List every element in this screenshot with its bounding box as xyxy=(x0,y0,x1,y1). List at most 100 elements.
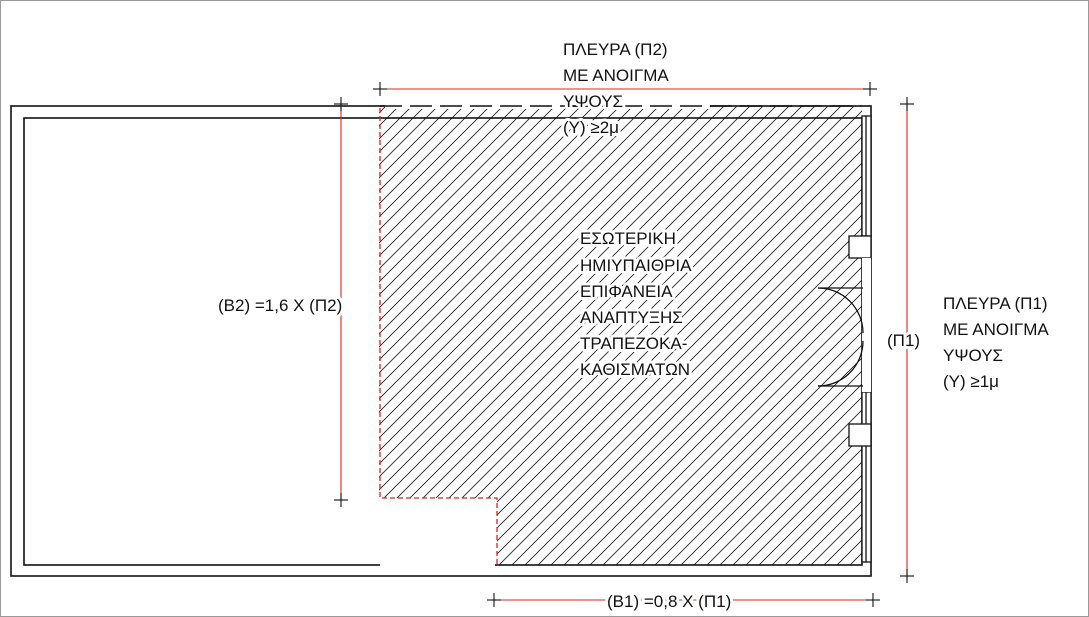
hatch-line xyxy=(701,106,862,565)
hatch-line xyxy=(379,106,809,565)
hatch-line xyxy=(766,106,862,565)
tick-p1-top xyxy=(900,97,914,111)
label-dim-b1: (Β1) =0,8 Χ (Π1) xyxy=(607,592,731,611)
label-area-line: ΗΜΙΥΠΑΙΘΡΙΑ xyxy=(580,256,692,275)
hatch-line xyxy=(480,106,862,565)
label-side-p2-line: ΠΛΕΥΡΑ (Π2) xyxy=(563,40,668,59)
label-side-p1-line: ΠΛΕΥΡΑ (Π1) xyxy=(943,294,1048,313)
hatch-line xyxy=(379,106,536,565)
hatch-line xyxy=(532,106,862,565)
hatch-line xyxy=(379,106,835,565)
label-side-p2: ΠΛΕΥΡΑ (Π2) ΜΕ ΑΝΟΙΓΜΑ ΥΨΟΥΣ (Υ) ≥2μ xyxy=(560,37,672,140)
door-leaf-lower-icon xyxy=(817,340,864,387)
hatch-line xyxy=(675,106,862,565)
hatch-line xyxy=(379,106,510,565)
hatch-line xyxy=(379,106,770,565)
hatch-line xyxy=(558,106,862,565)
tick-b2-top xyxy=(334,97,348,111)
hatch-line xyxy=(740,106,862,565)
hatch-line xyxy=(379,106,380,565)
hatch-line xyxy=(506,106,862,565)
hatch-line xyxy=(379,106,666,565)
hatch-line xyxy=(379,106,640,565)
label-area-line: ΕΣΩΤΕΡΙΚΗ xyxy=(580,229,676,248)
hatch-line xyxy=(379,106,692,565)
hatch-line xyxy=(379,106,445,565)
hatch-line xyxy=(428,106,862,565)
hatch-line xyxy=(379,106,718,565)
hatch-line xyxy=(714,106,862,565)
tick-p1-bottom xyxy=(900,569,914,583)
tick-b1-left xyxy=(487,593,501,607)
hatch-line xyxy=(571,106,862,565)
hatch-line xyxy=(379,106,484,565)
hatch-line xyxy=(379,106,432,565)
hatched-boundary-red xyxy=(379,108,498,564)
hatch-line xyxy=(389,106,861,565)
tick-p2-right xyxy=(863,82,877,96)
hatch-line xyxy=(688,106,862,565)
hatch-line xyxy=(727,106,862,565)
hatch-line xyxy=(379,106,757,565)
hatch-line xyxy=(379,106,601,565)
hatch-line xyxy=(379,106,848,565)
hatch-line xyxy=(379,106,575,565)
hatch-line xyxy=(379,106,523,565)
tick-b2-bottom xyxy=(334,493,348,507)
hatch-line xyxy=(379,106,627,565)
pillar-lower xyxy=(848,423,872,447)
label-side-p1: ΠΛΕΥΡΑ (Π1) ΜΕ ΑΝΟΙΓΜΑ ΥΨΟΥΣ (Υ) ≥1μ xyxy=(943,294,1049,391)
hatch-line xyxy=(467,106,862,565)
hatch-line xyxy=(753,106,862,565)
hatch-line xyxy=(379,106,705,565)
hatch-line xyxy=(584,106,862,565)
label-area: ΕΣΩΤΕΡΙΚΗ ΗΜΙΥΠΑΙΘΡΙΑ ΕΠΙΦΑΝΕΙΑ ΑΝΑΠΤΥΞΗ… xyxy=(577,226,695,382)
label-side-p2-line: (Υ) ≥2μ xyxy=(563,118,619,137)
dimension-lines xyxy=(340,88,908,601)
tick-p2-left xyxy=(373,82,387,96)
hatch-line xyxy=(415,106,862,565)
hatch-line xyxy=(379,106,419,565)
hatch-line xyxy=(597,106,862,565)
hatch-line xyxy=(441,106,862,565)
label-side-p2-line: ΥΨΟΥΣ xyxy=(563,92,623,111)
hatch-line xyxy=(636,106,862,565)
hatch-line xyxy=(379,106,393,565)
hatch-line xyxy=(379,106,731,565)
label-area-line: ΚΑΘΙΣΜΑΤΩΝ xyxy=(580,360,690,379)
hatch-line xyxy=(379,106,471,565)
right-wall-openings xyxy=(817,115,872,563)
pillar-upper xyxy=(848,235,872,259)
outer-wall xyxy=(10,105,872,577)
hatch-line xyxy=(379,106,822,565)
hatch-line xyxy=(379,106,783,565)
hatch-line xyxy=(779,106,862,565)
door-leaf-upper-icon xyxy=(817,287,864,334)
hatch-line xyxy=(379,106,458,565)
label-side-p1-line: ΜΕ ΑΝΟΙΓΜΑ xyxy=(943,320,1049,339)
hatch-line xyxy=(402,106,862,565)
label-side-p1-line: ΥΨΟΥΣ xyxy=(943,346,1003,365)
hatched-area xyxy=(379,106,862,565)
hatch-line xyxy=(649,106,862,565)
hatch-line xyxy=(379,106,549,565)
hatch-line xyxy=(454,106,862,565)
hatch-line xyxy=(623,106,862,565)
hatch-line xyxy=(379,106,653,565)
label-area-line: ΑΝΑΠΤΥΞΗΣ xyxy=(580,308,683,327)
hatch-line xyxy=(379,106,614,565)
label-dim-p1: (Π1) xyxy=(887,331,920,350)
label-area-line: ΤΡΑΠΕΖΟΚΑ- xyxy=(580,334,687,353)
tick-b1-right xyxy=(866,593,880,607)
label-side-p1-line: (Υ) ≥1μ xyxy=(943,372,999,391)
building-outline xyxy=(10,105,872,577)
hatch-line xyxy=(519,106,862,565)
hatch-line xyxy=(493,106,862,565)
hatch-line xyxy=(379,106,497,565)
hatch-line xyxy=(662,106,862,565)
hatch-line xyxy=(379,106,796,565)
label-dim-b2: (Β2) =1,6 Χ (Π2) xyxy=(218,296,342,315)
label-area-line: ΕΠΙΦΑΝΕΙΑ xyxy=(580,282,673,301)
